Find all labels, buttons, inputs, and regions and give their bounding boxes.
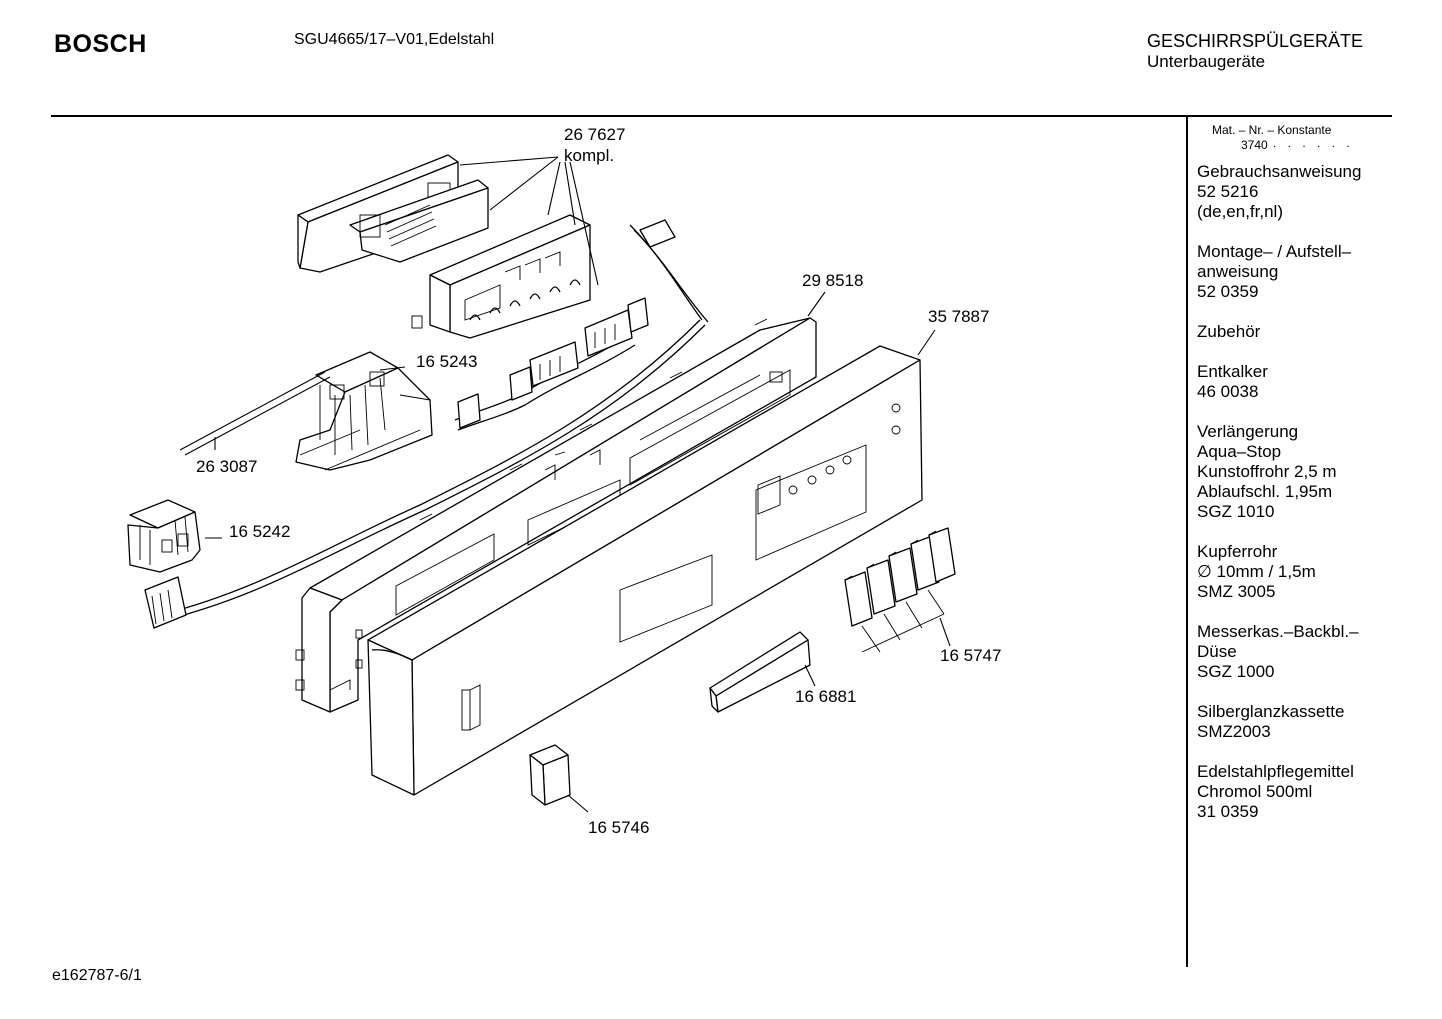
part-label-165243: 16 5243 xyxy=(416,352,477,371)
part-label-165747: 16 5747 xyxy=(940,646,1001,665)
accessory-line: 31 0359 xyxy=(1197,802,1259,821)
part-label-165242: 16 5242 xyxy=(229,522,290,541)
inner-control-panel xyxy=(295,317,817,713)
main-switch xyxy=(127,499,201,573)
accessory-line: Entkalker xyxy=(1197,362,1268,381)
subcategory-title: Unterbaugeräte xyxy=(1147,52,1266,71)
accessory-line: 52 5216 xyxy=(1197,182,1259,201)
knob-cap xyxy=(529,744,571,806)
accessory-line: Montage– / Aufstell– xyxy=(1197,242,1352,261)
brand-logo: BOSCH xyxy=(54,30,147,58)
accessory-line: Düse xyxy=(1197,642,1237,661)
exploded-view-diagram: 26 7627 kompl. 29 8518 35 7887 16 5243 2… xyxy=(127,125,1001,837)
accessory-line: Silberglanzkassette xyxy=(1197,702,1345,721)
accessory-line: Aqua–Stop xyxy=(1197,442,1282,461)
accessory-line: Zubehör xyxy=(1197,322,1261,341)
cable-harness xyxy=(144,219,709,629)
accessory-line: SGZ 1010 xyxy=(1197,502,1275,521)
header-divider xyxy=(51,115,1392,117)
accessory-line: SMZ2003 xyxy=(1197,722,1271,741)
accessory-line: Edelstahlpflegemittel xyxy=(1197,762,1354,781)
accessory-line: Messerkas.–Backbl.– xyxy=(1197,622,1359,641)
sidebar-divider xyxy=(1186,117,1188,967)
front-fascia-panel xyxy=(367,345,923,796)
accessory-line: Kupferrohr xyxy=(1197,542,1278,561)
accessory-group: Zubehör xyxy=(1197,322,1387,342)
accessory-line: 46 0038 xyxy=(1197,382,1259,401)
actuator-rod xyxy=(179,371,331,456)
mat-nr-dots: . . . . . . xyxy=(1273,136,1354,150)
accessory-line: Ablaufschl. 1,95m xyxy=(1197,482,1333,501)
accessory-line: Verlängerung xyxy=(1197,422,1299,441)
part-label-267627: 26 7627 xyxy=(564,125,625,144)
accessory-line: 52 0359 xyxy=(1197,282,1259,301)
accessory-line: Kunstoffrohr 2,5 m xyxy=(1197,462,1337,481)
accessory-line: SMZ 3005 xyxy=(1197,582,1276,601)
part-label-267627-note: kompl. xyxy=(564,146,614,165)
electronic-module xyxy=(297,154,591,339)
part-label-298518: 29 8518 xyxy=(802,271,863,290)
model-number: SGU4665/17–V01,Edelstahl xyxy=(294,31,495,48)
mat-nr-header: Mat. – Nr. – Konstante xyxy=(1212,123,1332,137)
accessory-line: SGZ 1000 xyxy=(1197,662,1275,681)
accessory-line: anweisung xyxy=(1197,262,1279,281)
accessory-line: Chromol 500ml xyxy=(1197,782,1313,801)
cover-strip xyxy=(709,631,811,713)
drawing-id: e162787-6/1 xyxy=(52,967,142,984)
part-label-357887: 35 7887 xyxy=(928,307,989,326)
switch-bracket xyxy=(295,351,433,471)
push-buttons xyxy=(844,527,956,653)
accessory-line: (de,en,fr,nl) xyxy=(1197,202,1283,221)
leader-lines xyxy=(205,156,951,813)
part-label-166881: 16 6881 xyxy=(795,687,856,706)
accessory-line: ∅ 10mm / 1,5m xyxy=(1197,562,1316,581)
mat-nr-constant: 3740 xyxy=(1241,138,1268,152)
accessory-line: Gebrauchsanweisung xyxy=(1197,162,1362,181)
part-label-263087: 26 3087 xyxy=(196,457,257,476)
part-label-165746: 16 5746 xyxy=(588,818,649,837)
category-title: GESCHIRRSPÜLGERÄTE xyxy=(1147,31,1364,51)
